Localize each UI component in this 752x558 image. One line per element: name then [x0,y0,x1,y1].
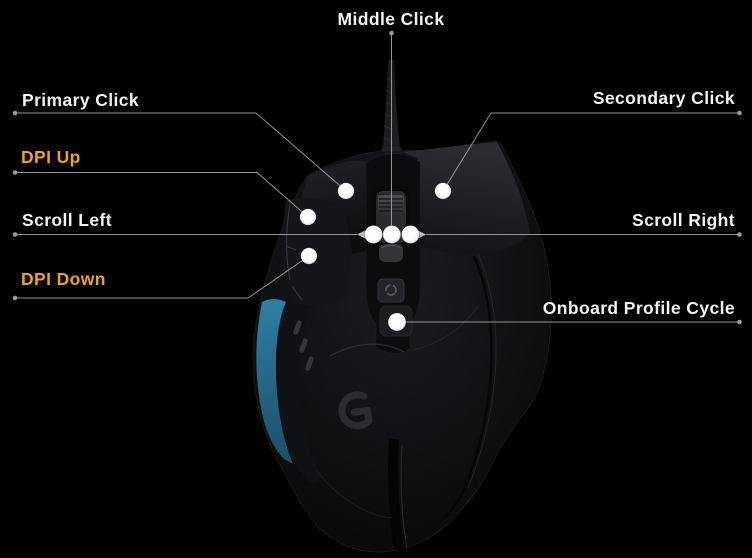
cycle-arrow-icon [385,284,397,296]
label-middle-click: Middle Click [337,9,445,29]
marker-primary-click[interactable] [337,182,355,200]
callout-endpoint [737,319,742,325]
bottom-notch-highlight [400,444,408,549]
callout-lines [12,30,742,325]
marker-dpi-up[interactable] [299,208,317,226]
thumb-rest [268,300,322,484]
callout-endpoint [737,110,742,116]
button-markers [299,182,452,332]
g-logo-icon [338,391,373,430]
callout-endpoint [12,170,18,175]
mode-shift-button [377,278,405,303]
callout-endpoint [12,295,18,301]
marker-scroll-left[interactable] [364,225,383,244]
marker-secondary-click[interactable] [434,182,452,200]
callout-endpoint [389,30,394,36]
callout-line-primary-click [15,112,347,192]
marker-dpi-down[interactable] [300,247,318,265]
label-onboard-profile-cycle: Onboard Profile Cycle [542,298,735,318]
blue-accent [256,299,293,464]
label-primary-click: Primary Click [22,90,140,110]
right-skirt-crease [443,255,493,519]
callout-line-dpi-down [15,255,310,299]
mouse-photo [252,60,552,553]
label-scroll-left: Scroll Left [22,210,112,230]
scroll-right-arrow-icon [417,230,426,239]
palm-gloss [315,305,479,519]
marker-middle-click[interactable] [382,225,402,244]
callout-endpoint [12,232,18,237]
label-secondary-click: Secondary Click [592,88,735,108]
right-skirt-highlight [467,253,497,489]
marker-onboard-profile-cycle[interactable] [387,312,407,332]
mouse-right-button [402,142,530,255]
callout-endpoint [12,110,18,116]
label-dpi-up: DPI Up [21,147,81,167]
thumb-button-cluster [282,198,352,305]
label-scroll-right: Scroll Right [632,210,735,230]
thumb-grip-slots [293,320,314,371]
callout-line-dpi-up [15,172,309,218]
scroll-left-arrow-icon [357,230,366,239]
callout-line-secondary-click [442,112,740,192]
bottom-notch [388,438,404,550]
label-dpi-down: DPI Down [21,269,106,289]
callout-endpoint [737,232,742,237]
marker-scroll-right[interactable] [401,225,420,244]
